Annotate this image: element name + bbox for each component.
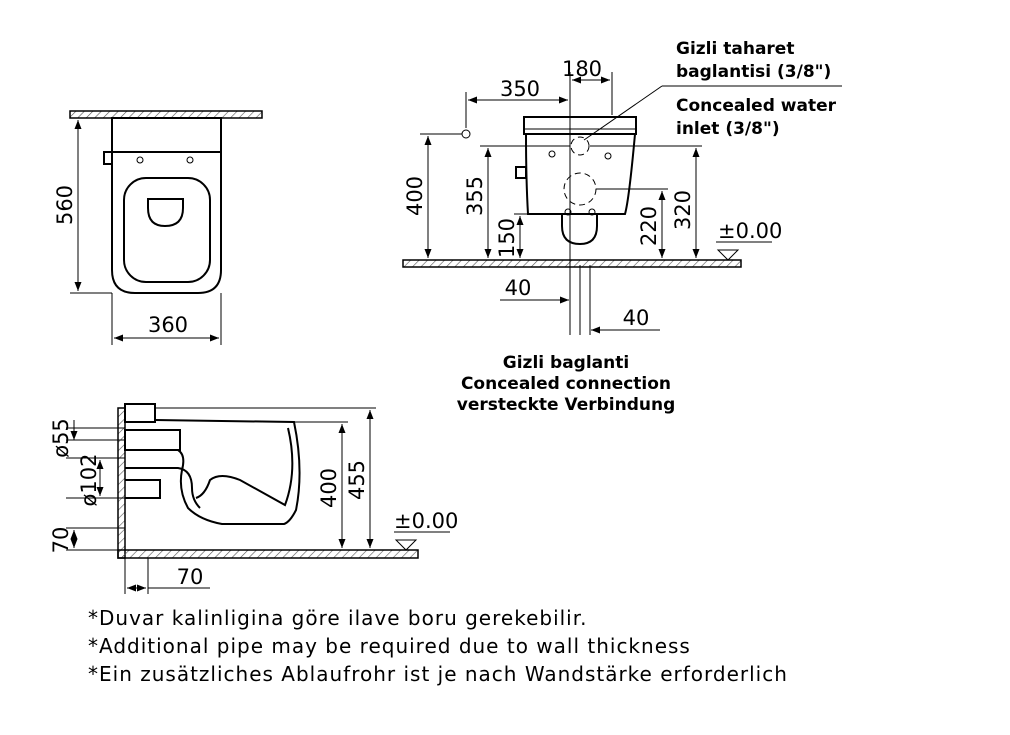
- callout-water-inlet-line-1: Concealed water: [676, 96, 837, 116]
- side-view-wall-water-point: [461, 129, 471, 139]
- callout-leader-taharet: [583, 85, 663, 141]
- section-view-level-label: ±0.00: [394, 509, 458, 533]
- top-view-bolt-left: [136, 156, 144, 164]
- side-view-bolt-1: [548, 150, 556, 158]
- side-view-outlet: [561, 214, 598, 246]
- side-view-water-inlet: [570, 136, 590, 156]
- callout-water-inlet-line-2: inlet (3/8"): [676, 119, 780, 139]
- dimension-560-label: 560: [53, 185, 77, 225]
- dimension-180-label: 180: [562, 57, 602, 81]
- notes: *Duvar kalinligina göre ilave boru gerek…: [88, 606, 788, 686]
- top-view-bowl-outline: [111, 117, 222, 294]
- dimension-dia55-label: ø55: [49, 418, 73, 458]
- side-view-lid: [523, 116, 637, 135]
- callout-taharet-line-1: Gizli taharet: [676, 39, 794, 59]
- top-view: 560 360: [53, 110, 263, 345]
- top-view-seat: [123, 177, 211, 283]
- dimension-360-label: 360: [148, 313, 188, 337]
- dimension-355-label: 355: [463, 176, 487, 216]
- section-view-trapway: [125, 467, 201, 509]
- top-view-tank-flange: [111, 117, 222, 153]
- section-view: ø55 ø102 70 400 455 ±0.00 70: [49, 403, 458, 594]
- side-view-button: [515, 166, 527, 179]
- callout-taharet-line-2: baglantisi (3/8"): [676, 62, 831, 82]
- section-view-wall: [117, 407, 126, 559]
- note-german: *Ein zusätzliches Ablaufrohr ist je nach…: [88, 662, 788, 686]
- dimension-350-label: 350: [500, 77, 540, 101]
- side-view-level-label: ±0.00: [718, 219, 782, 243]
- section-view-floor: [117, 549, 419, 559]
- side-view: 180 350 400 355 150 220 320 ±0.00 40: [402, 39, 842, 415]
- dimension-150-label: 150: [495, 218, 519, 258]
- section-view-drain-pipe: [125, 479, 161, 499]
- connection-label-en: Concealed connection: [461, 374, 671, 394]
- level-marker-icon: [716, 249, 740, 261]
- dimension-455-label: 455: [345, 460, 369, 500]
- note-english: *Additional pipe may be required due to …: [88, 634, 691, 658]
- top-view-bolt-right: [186, 156, 194, 164]
- top-view-water-outlet: [147, 198, 184, 228]
- dimension-220-label: 220: [637, 206, 661, 246]
- side-view-bolt-2: [604, 152, 612, 160]
- section-view-bowl-outline: [154, 419, 301, 525]
- dimension-70-horizontal-label: 70: [177, 565, 204, 589]
- dimension-dia102-label: ø102: [77, 454, 101, 507]
- side-view-floor: [402, 259, 742, 268]
- dimension-320-label: 320: [671, 190, 695, 230]
- section-view-tank-top: [124, 403, 156, 423]
- dimension-40-left-label: 40: [505, 276, 532, 300]
- dimension-70-vertical-label: 70: [49, 527, 73, 554]
- dimension-40-right-label: 40: [623, 306, 650, 330]
- section-view-water-inlet-pipe: [124, 429, 181, 451]
- dimension-400-section-label: 400: [317, 468, 341, 508]
- connection-label-tr: Gizli baglanti: [503, 353, 629, 373]
- top-view-wall: [69, 110, 263, 119]
- top-view-side-button: [103, 151, 113, 165]
- section-view-bowl-inner: [195, 427, 294, 507]
- section-level-marker-icon: [394, 539, 418, 551]
- side-view-concealed-connection: [563, 172, 597, 206]
- connection-label-de: versteckte Verbindung: [457, 395, 676, 415]
- side-view-bowl: [524, 133, 637, 215]
- note-turkish: *Duvar kalinligina göre ilave boru gerek…: [88, 606, 587, 630]
- dimension-400-label: 400: [403, 176, 427, 216]
